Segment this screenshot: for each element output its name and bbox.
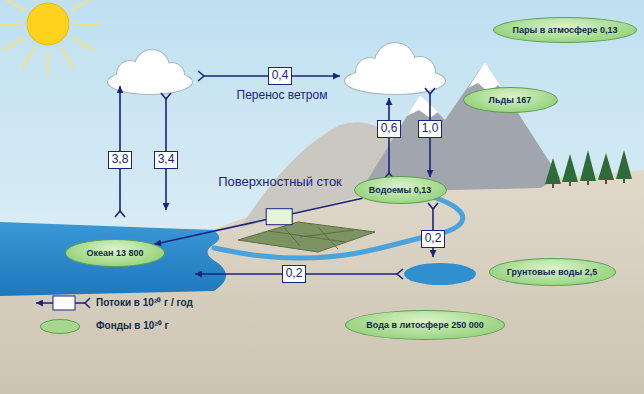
fund-label: Льды 167 [489, 95, 532, 105]
river [214, 198, 463, 258]
sun-rays [0, 0, 100, 76]
cloud-outline [108, 43, 445, 94]
flow-value: 3,8 [108, 151, 133, 169]
flow-box [266, 209, 292, 225]
fund-ellipse: Океан 13 800 [65, 239, 165, 267]
fund-ellipse: Грунтовые воды 2,5 [489, 258, 616, 286]
groundwater-pond [404, 263, 476, 285]
fund-label: Грунтовые воды 2,5 [507, 267, 597, 277]
fund-ellipse: Пары в атмосфере 0,13 [493, 17, 637, 43]
fund-ellipse: Вода в литосфере 250 000 [345, 310, 505, 340]
flow-caption: Поверхностный сток [218, 175, 342, 190]
flow-value: 3,4 [154, 151, 179, 169]
tree-trunks [552, 179, 625, 188]
flow-value: 0,2 [421, 230, 446, 248]
legend-text: Потоки в 10²⁰ г / год [96, 297, 193, 309]
flow-arrows [115, 71, 438, 279]
flow-caption: Перенос ветром [237, 89, 328, 103]
fund-label: Океан 13 800 [87, 248, 144, 258]
fund-ellipse: Водоемы 0,13 [354, 176, 447, 204]
flow-value: 0,6 [377, 120, 402, 138]
flow-value: 0,4 [268, 67, 293, 85]
field-lines [268, 226, 354, 249]
snow-cap [407, 95, 438, 118]
legend-swatch [40, 319, 80, 334]
flow-connector [154, 198, 362, 244]
connector-line [154, 198, 362, 244]
sun [27, 3, 69, 45]
legend-box-sample [53, 296, 75, 310]
cloud [108, 43, 445, 94]
legend-text: Фонды в 10²⁰ г [96, 320, 169, 332]
flow-value: 1,0 [418, 120, 443, 138]
fund-label: Пары в атмосфере 0,13 [513, 25, 618, 35]
fund-label: Водоемы 0,13 [369, 185, 431, 195]
fund-ellipse: Льды 167 [463, 87, 558, 113]
ocean-water [0, 222, 226, 296]
fields [238, 222, 375, 252]
flow-value: 0,2 [282, 265, 307, 283]
trees [545, 150, 632, 184]
fund-label: Вода в литосфере 250 000 [366, 320, 483, 330]
